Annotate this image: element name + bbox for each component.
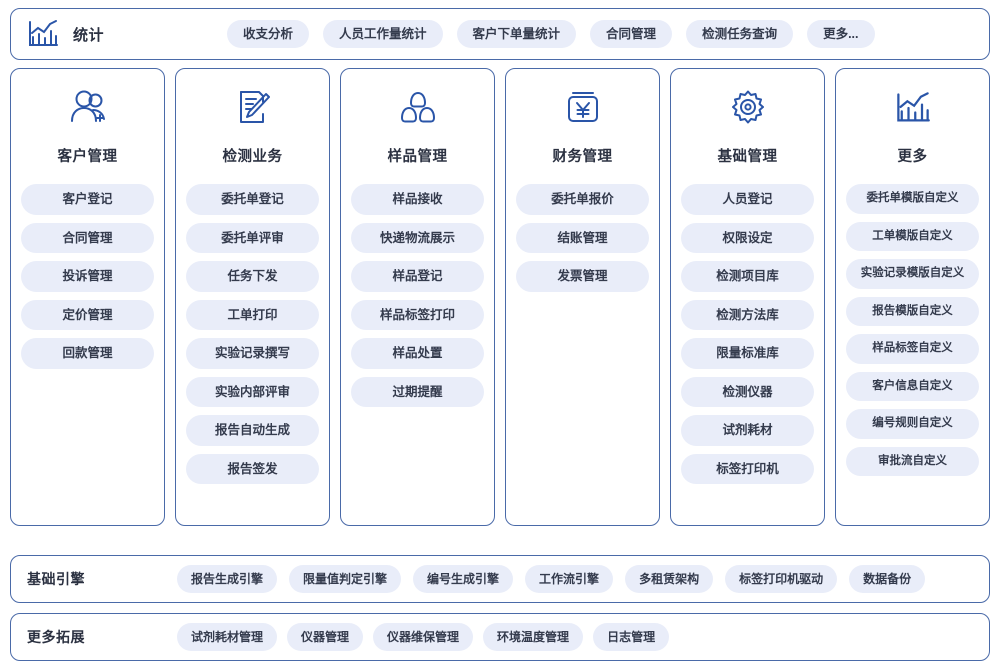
module-item[interactable]: 委托单模版自定义 (846, 184, 979, 214)
module-item[interactable]: 定价管理 (21, 299, 154, 330)
module-item[interactable]: 任务下发 (186, 261, 319, 292)
extension-pill[interactable]: 仪器维保管理 (373, 623, 474, 651)
bar-chart-line-icon (27, 19, 59, 49)
module-item[interactable]: 实验记录撰写 (186, 338, 319, 369)
base-engines-pill-list: 报告生成引擎 限量值判定引擎 编号生成引擎 工作流引擎 多租赁架构 标签打印机驱… (177, 565, 926, 593)
document-pen-icon (233, 85, 273, 131)
module-item[interactable]: 结账管理 (516, 222, 649, 253)
module-item[interactable]: 编号规则自定义 (846, 409, 979, 439)
engine-pill[interactable]: 报告生成引擎 (177, 565, 278, 593)
module-item[interactable]: 检测方法库 (681, 299, 814, 330)
module-item[interactable]: 检测仪器 (681, 376, 814, 407)
extension-pill[interactable]: 仪器管理 (287, 623, 364, 651)
module-item-list: 客户登记 合同管理 投诉管理 定价管理 回款管理 (21, 184, 154, 369)
module-item-list: 样品接收 快递物流展示 样品登记 样品标签打印 样品处置 过期提醒 (351, 184, 484, 407)
module-card-testing-business: 检测业务 委托单登记 委托单评审 任务下发 工单打印 实验记录撰写 实验内部评审… (175, 68, 330, 526)
engine-pill[interactable]: 数据备份 (849, 565, 926, 593)
extension-pill[interactable]: 环境温度管理 (483, 623, 584, 651)
module-item[interactable]: 报告模版自定义 (846, 296, 979, 326)
statistics-brand: 统计 (27, 19, 227, 49)
statistics-pill[interactable]: 合同管理 (590, 19, 673, 49)
extensions-bar: 更多拓展 试剂耗材管理 仪器管理 仪器维保管理 环境温度管理 日志管理 (10, 613, 990, 661)
module-title: 检测业务 (222, 149, 283, 165)
module-item[interactable]: 样品登记 (351, 261, 484, 292)
module-item[interactable]: 样品标签打印 (351, 299, 484, 330)
module-item[interactable]: 过期提醒 (351, 376, 484, 407)
module-item[interactable]: 标签打印机 (681, 453, 814, 484)
module-item[interactable]: 客户信息自定义 (846, 371, 979, 401)
module-item[interactable]: 快递物流展示 (351, 222, 484, 253)
module-item[interactable]: 样品处置 (351, 338, 484, 369)
module-item[interactable]: 限量标准库 (681, 338, 814, 369)
module-item[interactable]: 样品标签自定义 (846, 334, 979, 364)
module-item[interactable]: 委托单评审 (186, 222, 319, 253)
module-item[interactable]: 实验记录模版自定义 (846, 259, 979, 289)
extensions-label: 更多拓展 (27, 629, 85, 645)
module-title: 财务管理 (552, 149, 613, 165)
module-title: 更多 (897, 149, 928, 165)
statistics-pill-list: 收支分析 人员工作量统计 客户下单量统计 合同管理 检测任务查询 更多... (227, 19, 875, 49)
module-item[interactable]: 委托单报价 (516, 184, 649, 215)
base-engines-bar: 基础引擎 报告生成引擎 限量值判定引擎 编号生成引擎 工作流引擎 多租赁架构 标… (10, 555, 990, 603)
module-item[interactable]: 实验内部评审 (186, 376, 319, 407)
statistics-pill-more[interactable]: 更多... (807, 19, 875, 49)
module-title: 基础管理 (717, 149, 778, 165)
engine-pill[interactable]: 多租赁架构 (625, 565, 714, 593)
module-card-more: 更多 委托单模版自定义 工单模版自定义 实验记录模版自定义 报告模版自定义 样品… (835, 68, 990, 526)
module-item[interactable]: 审批流自定义 (846, 446, 979, 476)
extension-pill[interactable]: 试剂耗材管理 (177, 623, 278, 651)
module-item[interactable]: 权限设定 (681, 222, 814, 253)
module-item[interactable]: 人员登记 (681, 184, 814, 215)
module-item-list: 委托单报价 结账管理 发票管理 (516, 184, 649, 292)
module-item[interactable]: 报告签发 (186, 453, 319, 484)
engine-pill[interactable]: 标签打印机驱动 (725, 565, 838, 593)
extensions-pill-list: 试剂耗材管理 仪器管理 仪器维保管理 环境温度管理 日志管理 (177, 623, 670, 651)
statistics-pill[interactable]: 收支分析 (227, 19, 310, 49)
module-card-basic: 基础管理 人员登记 权限设定 检测项目库 检测方法库 限量标准库 检测仪器 试剂… (670, 68, 825, 526)
module-item[interactable]: 发票管理 (516, 261, 649, 292)
module-item[interactable]: 工单模版自定义 (846, 221, 979, 251)
module-card-finance: 财务管理 委托单报价 结账管理 发票管理 (505, 68, 660, 526)
engine-pill[interactable]: 工作流引擎 (525, 565, 614, 593)
module-item[interactable]: 检测项目库 (681, 261, 814, 292)
statistics-pill[interactable]: 人员工作量统计 (323, 19, 443, 49)
module-item[interactable]: 委托单登记 (186, 184, 319, 215)
module-item-list: 委托单登记 委托单评审 任务下发 工单打印 实验记录撰写 实验内部评审 报告自动… (186, 184, 319, 484)
module-item[interactable]: 客户登记 (21, 184, 154, 215)
module-item-list: 委托单模版自定义 工单模版自定义 实验记录模版自定义 报告模版自定义 样品标签自… (846, 184, 979, 476)
statistics-pill[interactable]: 客户下单量统计 (456, 19, 577, 49)
module-columns: 客户管理 客户登记 合同管理 投诉管理 定价管理 回款管理 (10, 68, 990, 545)
extension-pill[interactable]: 日志管理 (593, 623, 670, 651)
users-add-icon (67, 85, 109, 131)
module-title: 客户管理 (57, 149, 118, 165)
statistics-pill[interactable]: 检测任务查询 (686, 19, 794, 49)
gear-icon (728, 85, 768, 131)
statistics-title: 统计 (73, 26, 105, 44)
module-title: 样品管理 (387, 149, 448, 165)
module-item[interactable]: 试剂耗材 (681, 415, 814, 446)
statistics-bar: 统计 收支分析 人员工作量统计 客户下单量统计 合同管理 检测任务查询 更多..… (10, 8, 990, 60)
module-card-customer: 客户管理 客户登记 合同管理 投诉管理 定价管理 回款管理 (10, 68, 165, 526)
module-item[interactable]: 回款管理 (21, 338, 154, 369)
engine-pill[interactable]: 编号生成引擎 (413, 565, 514, 593)
three-samples-icon (398, 85, 438, 131)
module-item[interactable]: 样品接收 (351, 184, 484, 215)
module-item-list: 人员登记 权限设定 检测项目库 检测方法库 限量标准库 检测仪器 试剂耗材 标签… (681, 184, 814, 484)
base-engines-label: 基础引擎 (27, 571, 85, 587)
module-card-sample: 样品管理 样品接收 快递物流展示 样品登记 样品标签打印 样品处置 过期提醒 (340, 68, 495, 526)
module-item[interactable]: 投诉管理 (21, 261, 154, 292)
module-item[interactable]: 工单打印 (186, 299, 319, 330)
bar-chart-line-icon (895, 85, 931, 131)
yuan-card-icon (564, 85, 602, 131)
module-item[interactable]: 合同管理 (21, 222, 154, 253)
engine-pill[interactable]: 限量值判定引擎 (289, 565, 402, 593)
module-item[interactable]: 报告自动生成 (186, 415, 319, 446)
